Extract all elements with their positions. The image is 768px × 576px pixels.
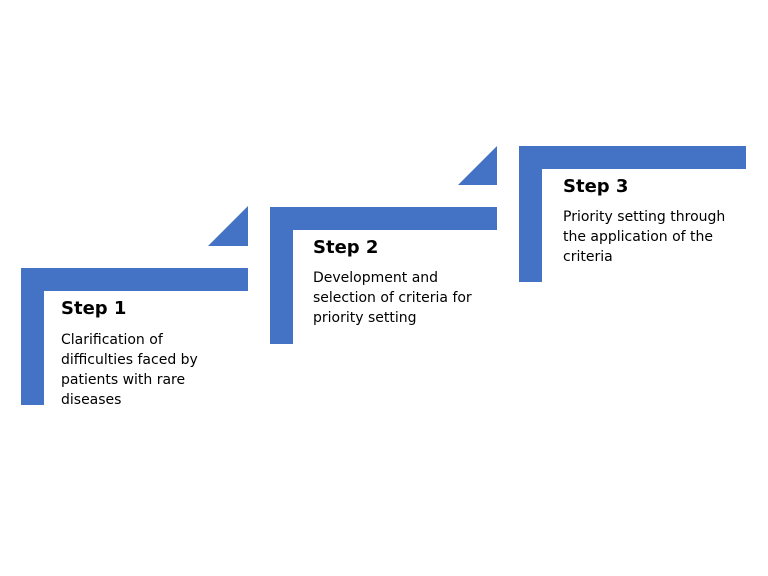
step-1-description: Clarification of difficulties faced by p… bbox=[61, 330, 198, 410]
step-1-line: difficulties faced by bbox=[61, 352, 198, 368]
step-connector-triangle-1 bbox=[208, 206, 248, 246]
step-3-line: criteria bbox=[563, 249, 613, 265]
step-2-description: Development and selection of criteria fo… bbox=[313, 268, 472, 328]
step-2-line: Development and bbox=[313, 270, 439, 286]
step-2-title: Step 2 bbox=[313, 237, 379, 258]
step-1-line: diseases bbox=[61, 392, 122, 408]
step-3-title: Step 3 bbox=[563, 176, 629, 197]
step-1-line: patients with rare bbox=[61, 372, 186, 388]
step-2-line: selection of criteria for bbox=[313, 290, 472, 306]
step-1-line: Clarification of bbox=[61, 332, 163, 348]
step-3-line: the application of the bbox=[563, 229, 714, 245]
step-2-bracket bbox=[270, 207, 497, 344]
step-2-line: priority setting bbox=[313, 310, 417, 326]
step-connector-triangle-2 bbox=[458, 146, 497, 185]
step-3-description: Priority setting through the application… bbox=[563, 207, 725, 267]
step-1-bracket bbox=[21, 268, 248, 405]
step-3-bracket bbox=[519, 146, 746, 282]
step-1-title: Step 1 bbox=[61, 298, 127, 319]
step-3-line: Priority setting through bbox=[563, 209, 726, 225]
